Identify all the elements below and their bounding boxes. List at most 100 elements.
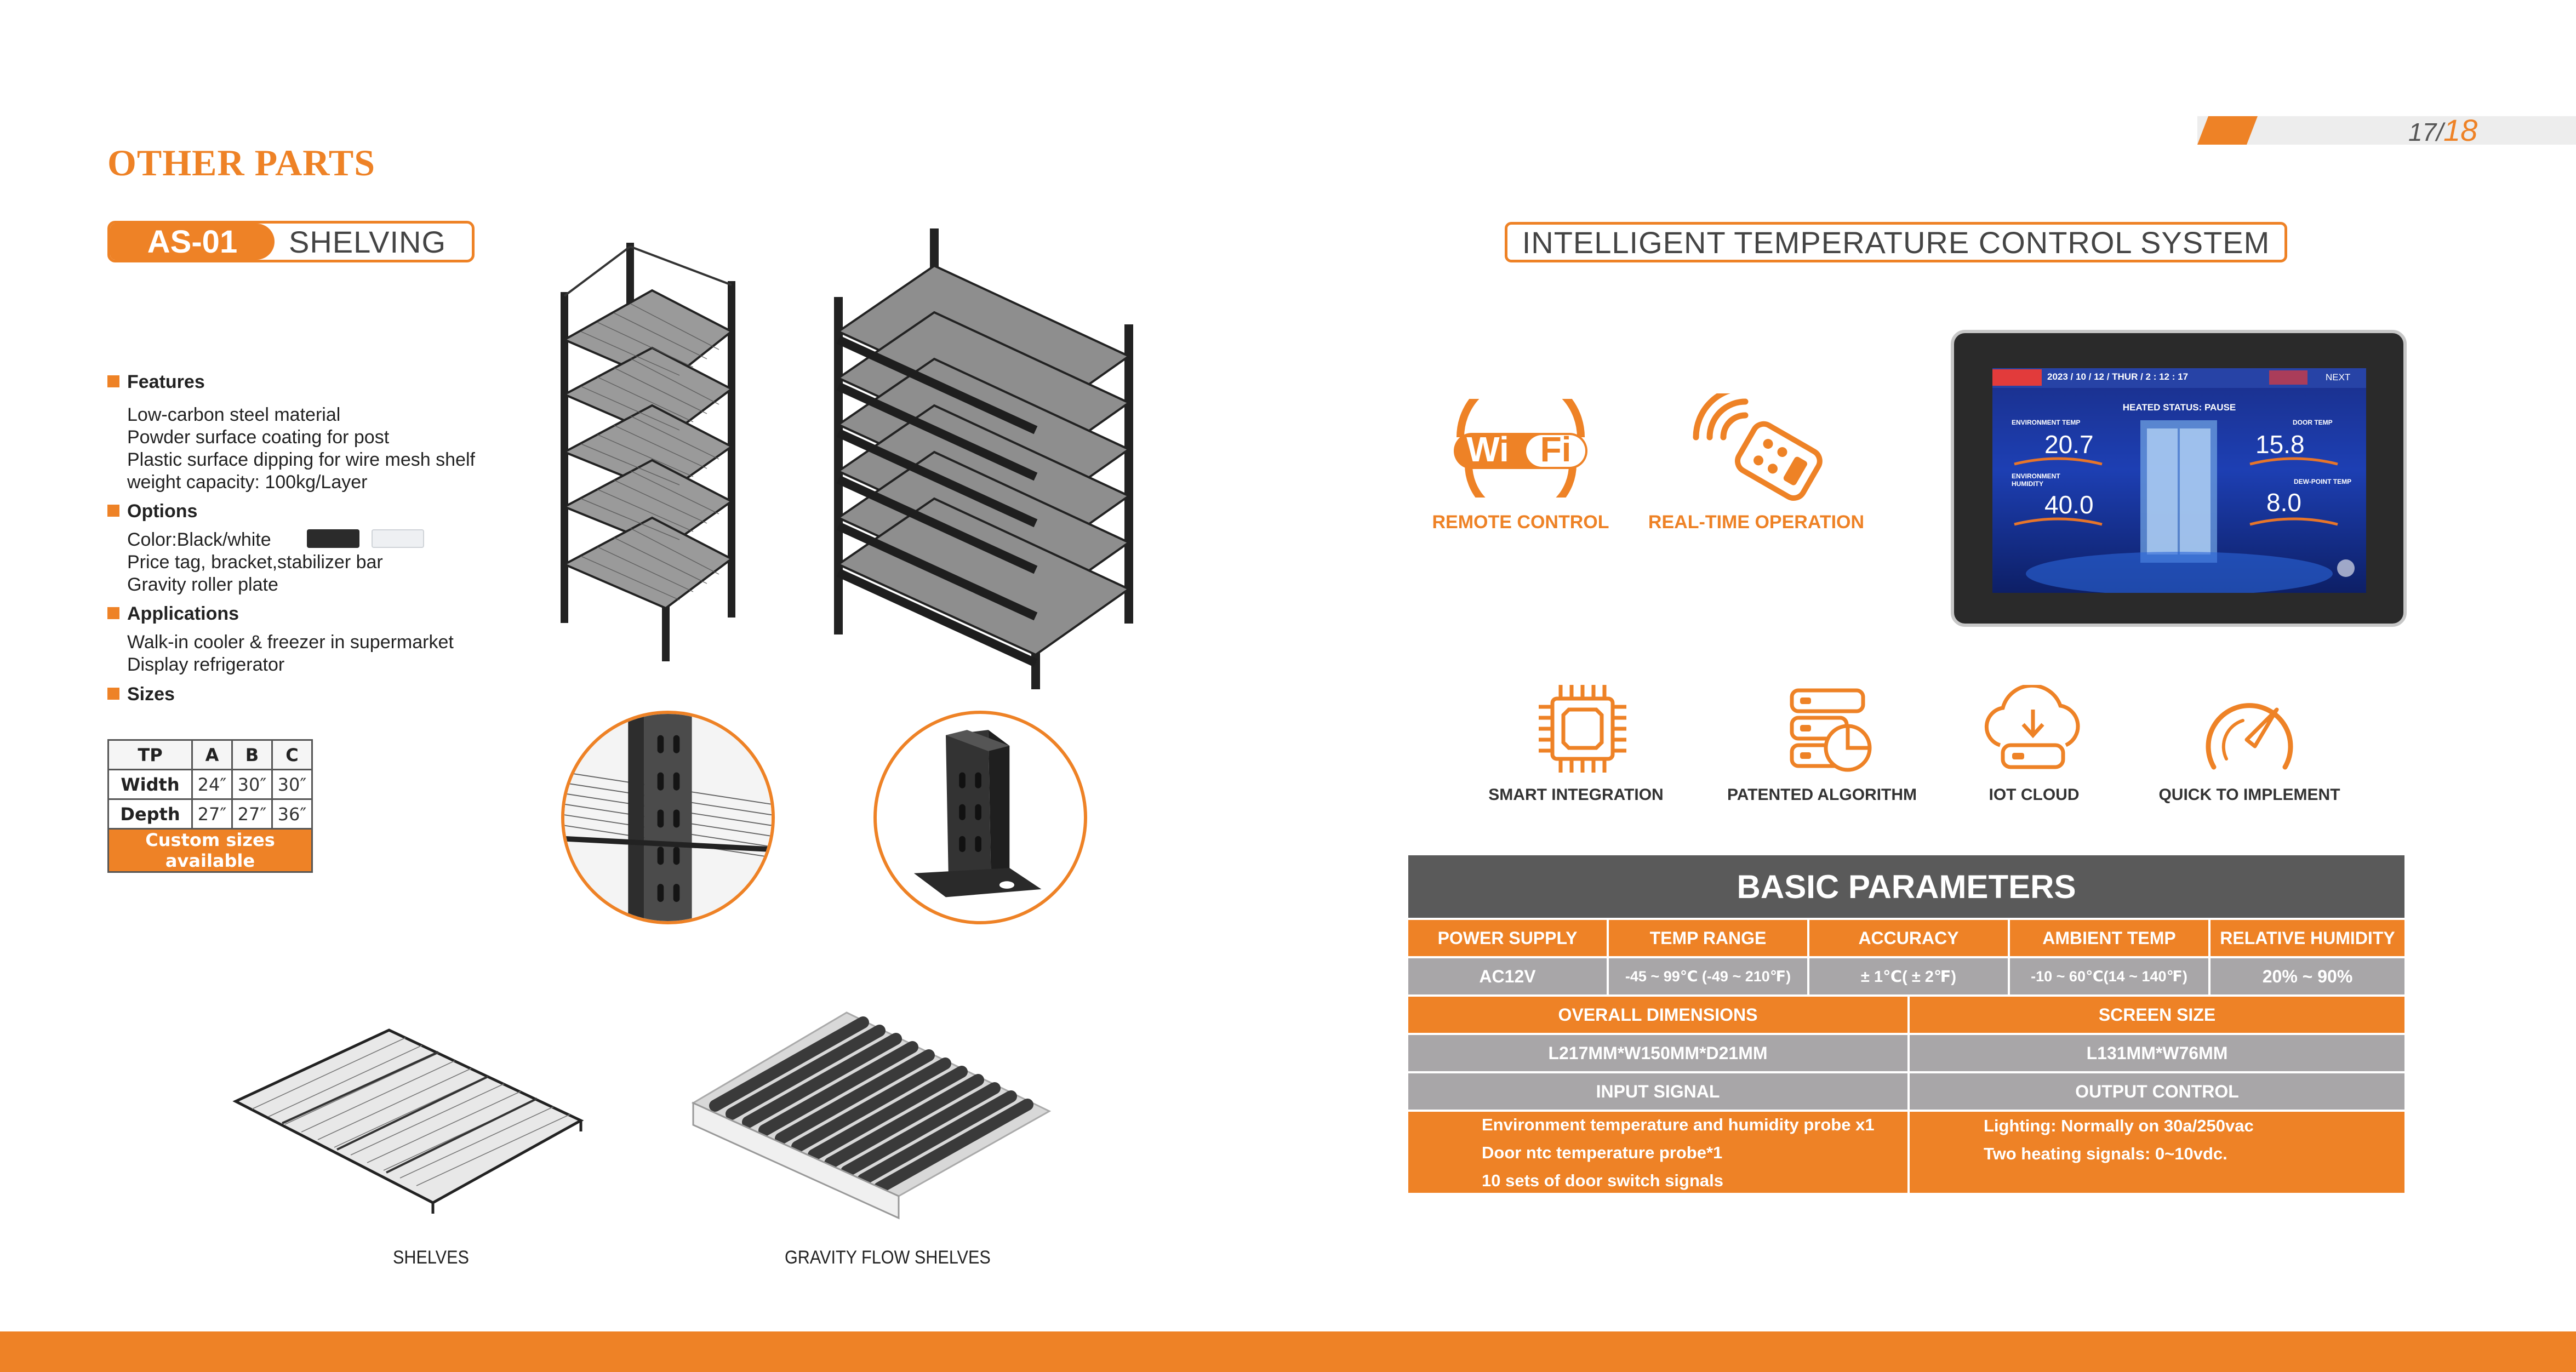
dimensions-value-row: L217MM*W150MM*D21MM L131MM*W76MM	[1408, 1035, 2404, 1071]
row-label: Depth	[107, 798, 193, 830]
table-cell: 30″	[231, 769, 273, 800]
env-humidity-label: ENVIRONMENT HUMIDITY	[2012, 472, 2060, 488]
size-table: TP A B C Width 24″ 30″ 30″ Depth 27″ 27″…	[107, 739, 313, 873]
application-item: Display refrigerator	[127, 654, 285, 675]
dimensions-header-row: OVERALL DIMENSIONS SCREEN SIZE	[1408, 997, 2404, 1033]
screen-graphics	[2014, 420, 2355, 593]
features-title: Features	[107, 371, 205, 393]
output-control-list: Lighting: Normally on 30a/250vac Two hea…	[1910, 1112, 2404, 1193]
param-value: -10 ~ 60℃(14 ~ 140℉)	[2010, 958, 2211, 994]
signal-value-row: Environment temperature and humidity pro…	[1408, 1112, 2404, 1193]
parameters-header-row: POWER SUPPLY TEMP RANGE ACCURACY AMBIENT…	[1408, 920, 2404, 956]
input-signal-item: Door ntc temperature probe*1	[1482, 1142, 1723, 1162]
post-base-image	[913, 730, 1042, 897]
chip-icon	[1539, 685, 1626, 773]
env-humidity-value: 40.0	[2044, 490, 2094, 519]
table-row: Depth 27″ 27″ 36″	[107, 798, 313, 830]
table-cell: 30″	[271, 769, 313, 800]
screen-size-label: SCREEN SIZE	[1910, 997, 2404, 1033]
screen-prev-button[interactable]	[2269, 370, 2307, 385]
feature-item: Low-carbon steel material	[127, 404, 341, 425]
wifi-icon: Wi Fi	[1454, 399, 1587, 498]
options-title: Options	[107, 501, 197, 522]
page-current: 17/	[2408, 118, 2443, 146]
server-chart-icon	[1790, 688, 1872, 772]
table-header-row: TP A B C	[107, 739, 313, 770]
application-item: Walk-in cooler & freezer in supermarket	[127, 632, 454, 653]
dew-point-label: DEW-POINT TEMP	[2294, 478, 2352, 485]
param-header: RELATIVE HUMIDITY	[2211, 920, 2404, 956]
page-number-bar	[2197, 116, 2576, 145]
table-header: A	[191, 739, 233, 770]
table-cell: 24″	[191, 769, 233, 800]
wire-shelf-image	[232, 1028, 584, 1214]
swatch-black	[307, 529, 359, 548]
parameters-value-row: AC12V -45 ~ 99℃ (-49 ~ 210℉) ± 1℃( ± 2℉)…	[1408, 958, 2404, 994]
parameters-title: BASIC PARAMETERS	[1408, 855, 2404, 918]
smart-integration-label: SMART INTEGRATION	[1488, 786, 1664, 804]
iot-cloud-label: IOT CLOUD	[1989, 786, 2080, 804]
dimensions-label: OVERALL DIMENSIONS	[1408, 997, 1910, 1033]
param-value: ± 1℃( ± 2℉)	[1809, 958, 2010, 994]
param-value: 20% ~ 90%	[2211, 958, 2404, 994]
param-value: -45 ~ 99℃ (-49 ~ 210℉)	[1609, 958, 1809, 994]
screen-date: 2023 / 10 / 12 / THUR / 2 : 12 : 17	[2047, 371, 2189, 382]
screen-next-button[interactable]: NEXT	[2326, 372, 2351, 382]
control-screen-device: 2023 / 10 / 12 / THUR / 2 : 12 : 17 NEXT…	[1951, 330, 2407, 627]
door-temp-label: DOOR TEMP	[2293, 419, 2333, 426]
control-screen-display: 2023 / 10 / 12 / THUR / 2 : 12 : 17 NEXT…	[1992, 368, 2366, 593]
option-color: Color:Black/white	[127, 529, 271, 550]
dimensions-value: L217MM*W150MM*D21MM	[1408, 1035, 1910, 1071]
option-item: Gravity roller plate	[127, 574, 278, 595]
env-temp-value: 20.7	[2044, 430, 2094, 459]
page-title: OTHER PARTS	[107, 142, 376, 184]
swatch-white	[372, 529, 424, 548]
page-number: 17/18	[2408, 112, 2477, 148]
base-detail-circle	[873, 711, 1087, 924]
table-row: Width 24″ 30″ 30″	[107, 769, 313, 800]
input-signal-list: Environment temperature and humidity pro…	[1408, 1112, 1910, 1193]
input-signal-label: INPUT SIGNAL	[1408, 1073, 1910, 1110]
shelving-rack-large-image	[834, 228, 1133, 689]
screen-status: HEATED STATUS: PAUSE	[2122, 402, 2236, 413]
row-label: Width	[107, 769, 193, 800]
signal-header-row: INPUT SIGNAL OUTPUT CONTROL	[1408, 1073, 2404, 1110]
param-header: TEMP RANGE	[1609, 920, 1809, 956]
output-control-label: OUTPUT CONTROL	[1910, 1073, 2404, 1110]
screen-alert-indicator	[1992, 369, 2042, 386]
param-header: POWER SUPPLY	[1408, 920, 1609, 956]
post-detail-image	[564, 714, 772, 921]
shelves-caption: SHELVES	[393, 1247, 469, 1268]
table-header: TP	[107, 739, 193, 770]
shelving-rack-small-image	[561, 243, 735, 661]
param-value: AC12V	[1408, 958, 1609, 994]
real-time-operation-label: REAL-TIME OPERATION	[1648, 512, 1865, 533]
remote-control-icon	[1693, 393, 1823, 501]
patented-algorithm-label: PATENTED ALGORITHM	[1727, 786, 1917, 804]
quick-to-implement-label: QUICK TO IMPLEMENT	[2158, 786, 2340, 804]
cloud-download-icon	[1984, 685, 2080, 769]
param-header: ACCURACY	[1809, 920, 2010, 956]
feature-item: weight capacity: 100kg/Layer	[127, 472, 368, 493]
dew-point-value: 8.0	[2266, 488, 2301, 517]
feature-item: Powder surface coating for post	[127, 427, 390, 448]
input-signal-item: Environment temperature and humidity pro…	[1482, 1114, 1875, 1134]
product-code: AS-01	[110, 224, 275, 260]
option-item: Price tag, bracket,stabilizer bar	[127, 552, 383, 573]
gravity-flow-shelf-image	[691, 1011, 1052, 1220]
product-tag: AS-01 SHELVING	[107, 221, 475, 262]
gravity-shelves-caption: GRAVITY FLOW SHELVES	[785, 1247, 991, 1268]
wifi-text-wi: Wi	[1466, 430, 1509, 469]
gauge-icon	[2206, 703, 2293, 770]
env-temp-label: ENVIRONMENT TEMP	[2012, 419, 2081, 426]
door-temp-value: 15.8	[2255, 430, 2305, 459]
table-header: C	[271, 739, 313, 770]
sizes-title: Sizes	[107, 684, 175, 705]
basic-parameters-table: BASIC PARAMETERS POWER SUPPLY TEMP RANGE…	[1408, 855, 2404, 1193]
page-total: 18	[2443, 113, 2478, 147]
param-header: AMBIENT TEMP	[2010, 920, 2211, 956]
post-detail-circle	[561, 711, 775, 924]
remote-control-label: REMOTE CONTROL	[1432, 512, 1609, 533]
product-name: SHELVING	[289, 224, 447, 259]
table-header: B	[231, 739, 273, 770]
